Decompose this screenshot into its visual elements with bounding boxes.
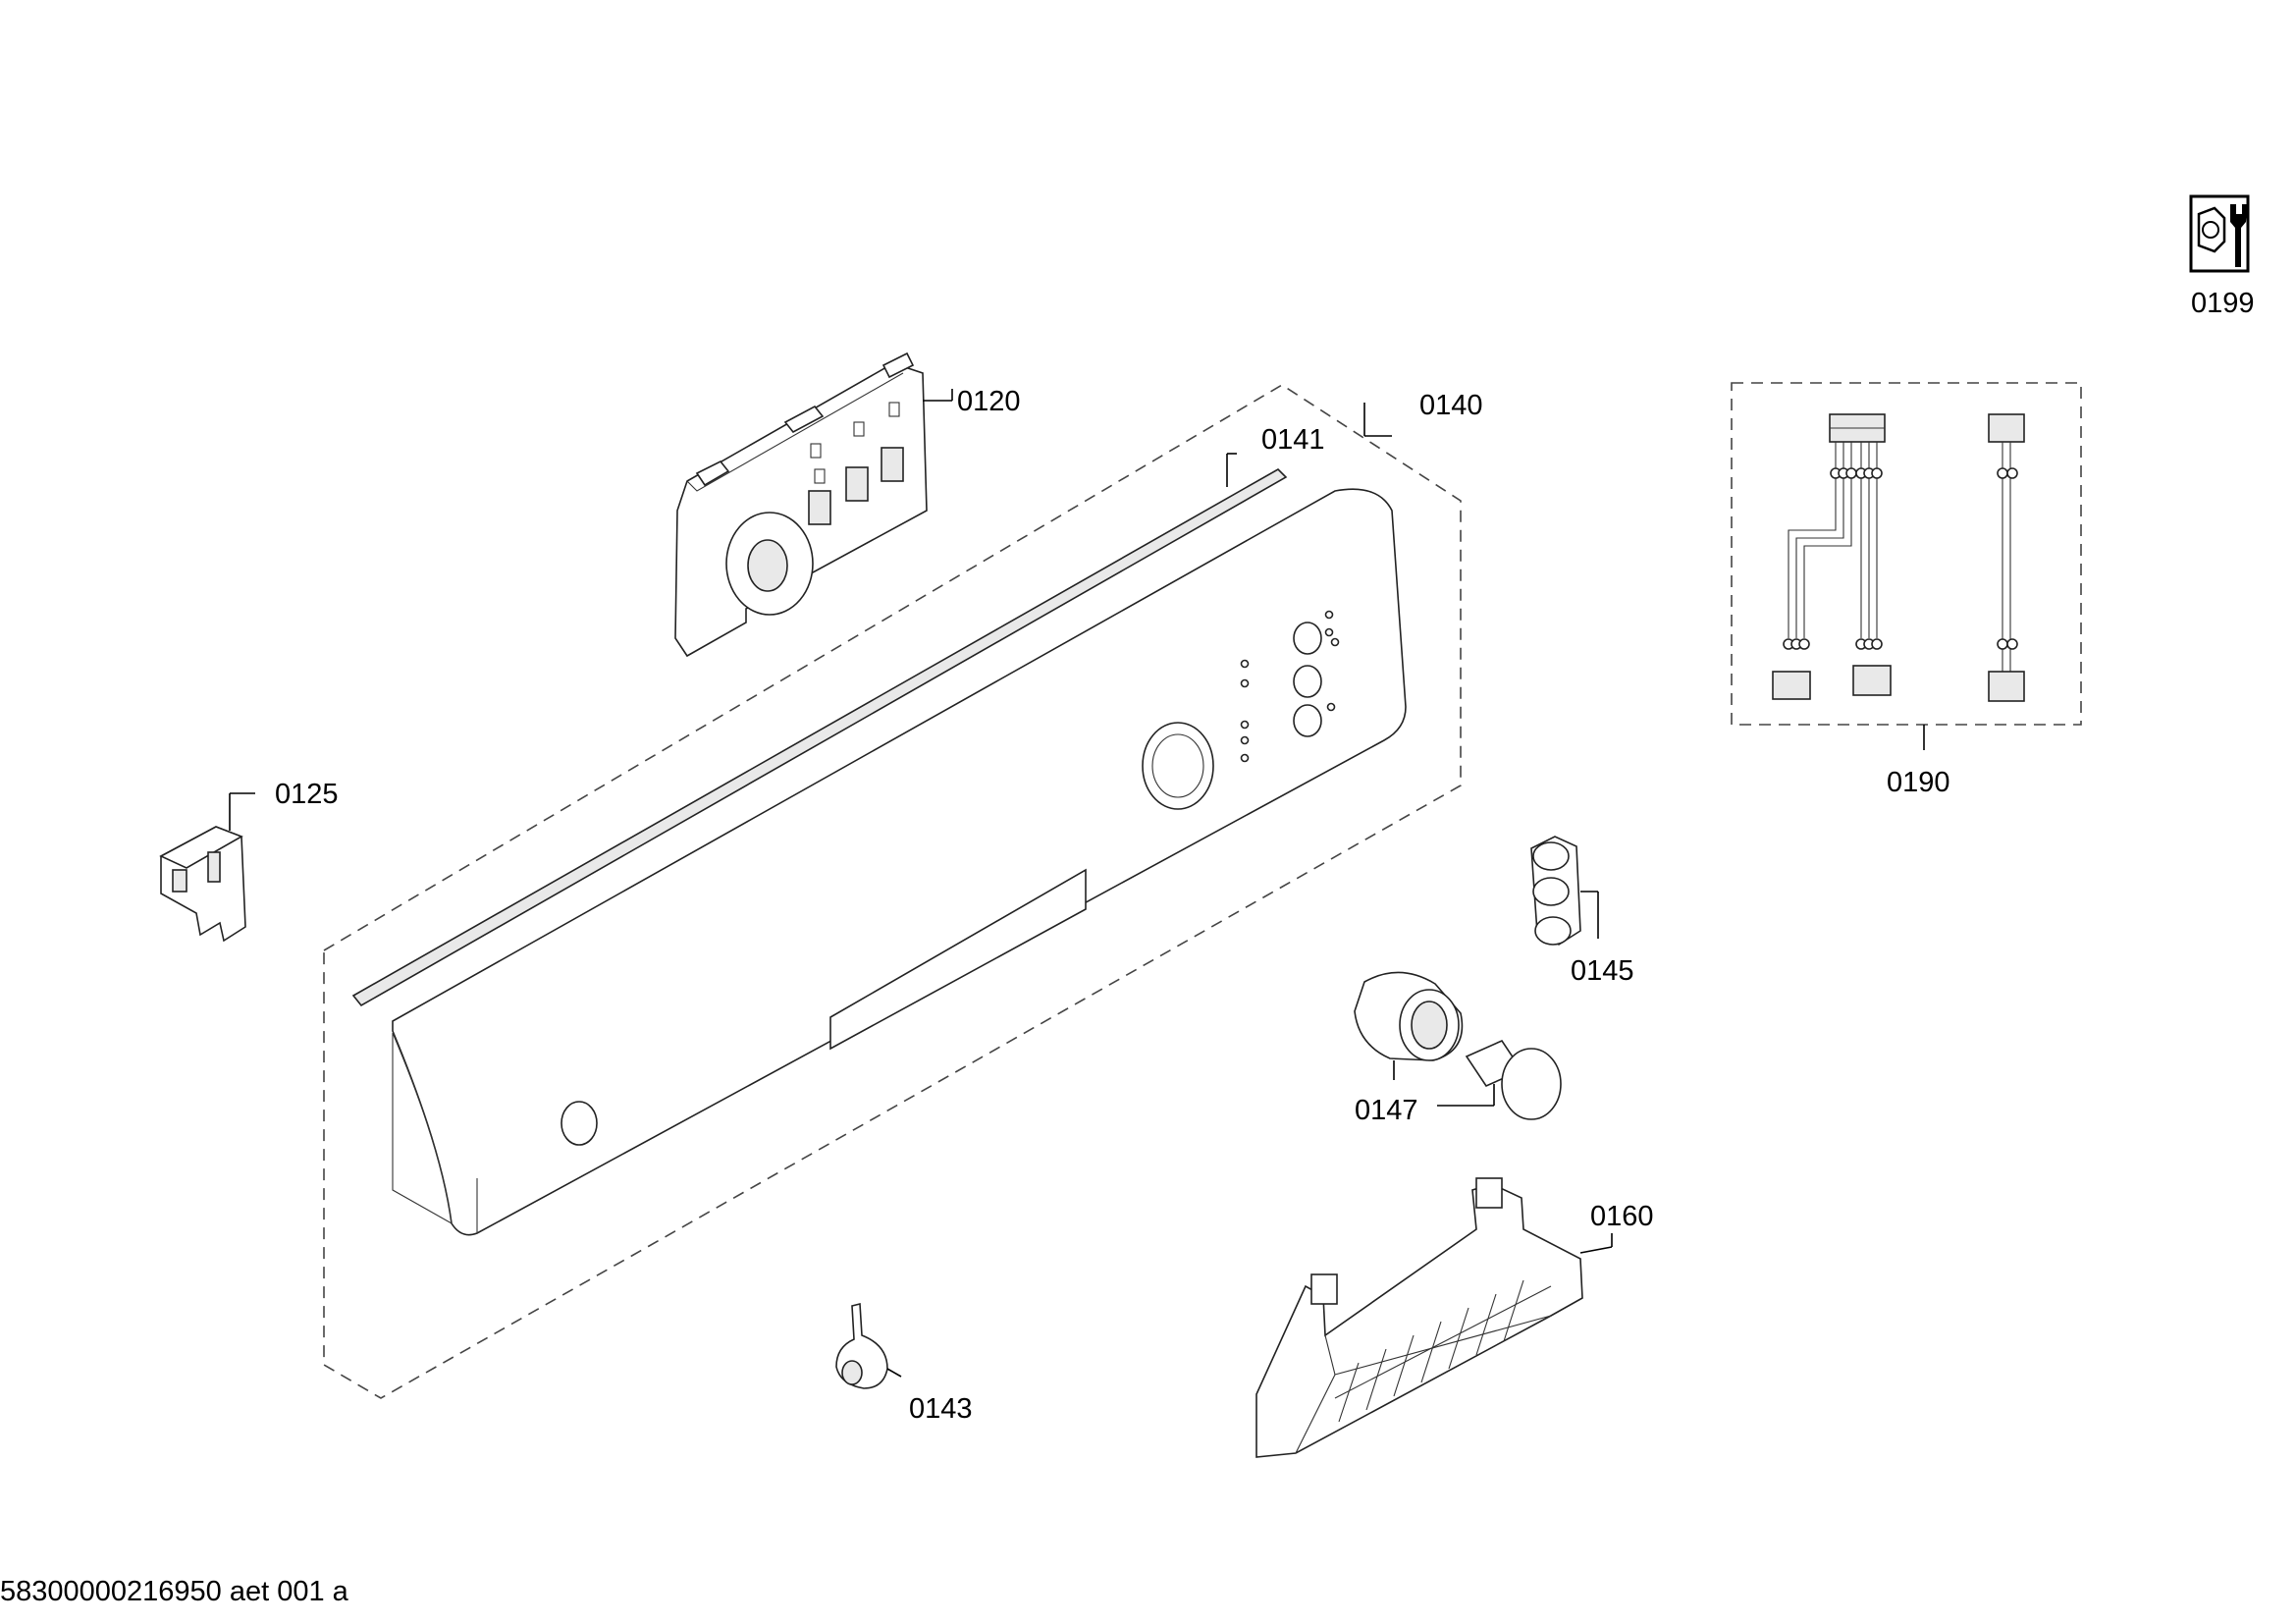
label-0143: 0143 [909,1393,973,1425]
label-0145: 0145 [1571,955,1634,987]
support-frame[interactable] [1255,1177,1613,1458]
label-0147: 0147 [1355,1095,1418,1126]
label-0160: 0160 [1590,1201,1654,1232]
wiring-harness-set[interactable] [1731,382,2082,750]
small-clip[interactable] [835,1302,902,1389]
label-0140: 0140 [1419,390,1483,421]
button-holder[interactable] [1530,836,1599,946]
label-0125: 0125 [275,779,339,810]
bracket-clip[interactable] [159,792,255,943]
seal-strip[interactable] [351,453,1288,1007]
label-0120: 0120 [957,386,1021,417]
label-0141: 0141 [1261,424,1325,456]
electronic-module[interactable] [674,352,953,658]
label-0199: 0199 [2191,288,2255,319]
label-0190: 0190 [1887,767,1950,798]
control-panel-group[interactable] [323,384,1462,1399]
drawing-code: 58300000216950 aet 001 a [0,1576,349,1607]
tools-icon[interactable] [2189,194,2250,273]
program-knob[interactable] [1354,971,1562,1120]
